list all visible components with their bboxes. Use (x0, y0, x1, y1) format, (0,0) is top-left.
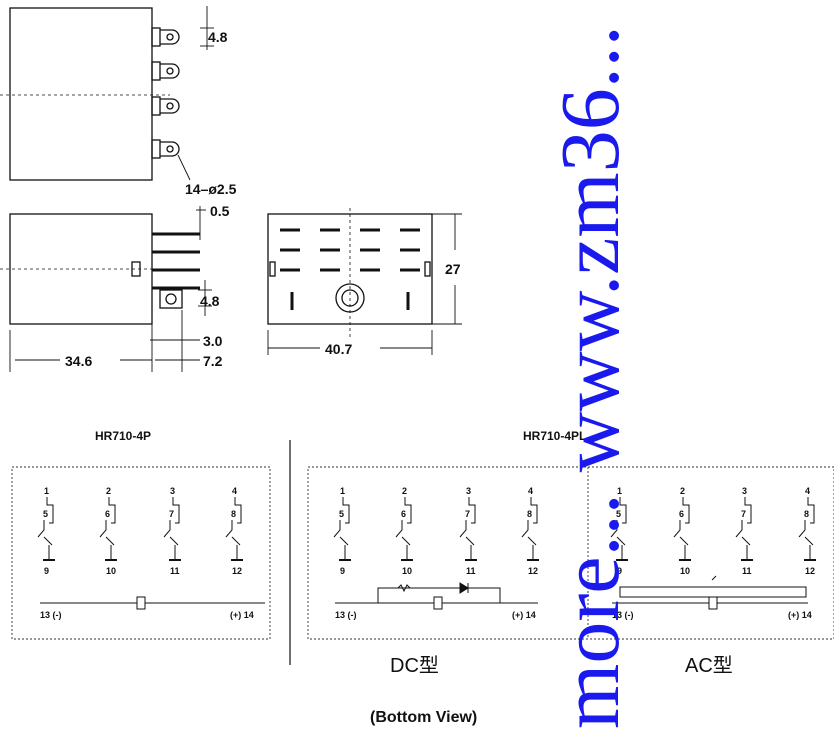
terminal-number-mid: 5 (43, 509, 48, 519)
terminal-number-top: 2 (680, 486, 685, 496)
contact-set (673, 497, 691, 561)
terminal-number-top: 4 (232, 486, 237, 496)
contact-set (735, 497, 753, 561)
terminal-number-mid: 7 (741, 509, 746, 519)
terminal-number-bottom: 10 (402, 566, 412, 576)
contact-set (521, 497, 539, 561)
terminal-number-top: 1 (340, 486, 345, 496)
terminal-number-top: 2 (402, 486, 407, 496)
terminal-number-top: 3 (466, 486, 471, 496)
terminal-number-top: 1 (617, 486, 622, 496)
terminal-number-mid: 8 (231, 509, 236, 519)
terminal-number-bottom: 11 (170, 566, 180, 576)
coil-terminal-negative: 13 (-) (40, 610, 62, 620)
dim-pin-thickness: 0.5 (210, 203, 230, 219)
side-view (0, 206, 212, 372)
contact-set (99, 497, 117, 561)
ac-type-label: AC型 (685, 654, 733, 677)
pins-top (151, 27, 180, 159)
dim-height: 27 (445, 261, 461, 277)
dim-width: 40.7 (325, 341, 352, 357)
terminal-number-bottom: 10 (680, 566, 690, 576)
terminal-number-top: 4 (528, 486, 533, 496)
terminal-number-top: 2 (106, 486, 111, 496)
terminal-number-bottom: 12 (528, 566, 538, 576)
dim-pin-spacing-side: 4.8 (200, 293, 220, 309)
terminal-number-bottom: 11 (742, 566, 752, 576)
terminal-number-top: 3 (170, 486, 175, 496)
watermark: more... www.zm36... (544, 25, 637, 729)
terminal-number-mid: 6 (401, 509, 406, 519)
dim-length: 34.6 (65, 353, 92, 369)
contact-set (163, 497, 181, 561)
title-hr710-4p: HR710-4P (95, 429, 151, 443)
coil-labels: 13 (-) (+) 14 13 (-) (+) 14 13 (-) (+) 14 (40, 610, 812, 620)
contact-set (395, 497, 413, 561)
relay-body-top (9, 7, 153, 181)
contact-set (798, 497, 816, 561)
coil-dc (335, 582, 538, 610)
top-view (0, 6, 214, 181)
panel-4pl (307, 466, 834, 640)
terminal-number-bottom: 9 (617, 566, 622, 576)
terminal-number-bottom: 12 (805, 566, 815, 576)
terminal-number-mid: 8 (527, 509, 532, 519)
terminal-number-bottom: 9 (44, 566, 49, 576)
dim-pin-spacing: 4.8 (208, 29, 228, 45)
coil-ac (612, 575, 808, 610)
terminal-number-bottom: 11 (466, 566, 476, 576)
contact-set (37, 497, 55, 561)
contact-set (333, 497, 351, 561)
terminal-number-mid: 5 (339, 509, 344, 519)
terminal-number-top: 3 (742, 486, 747, 496)
terminal-number-bottom: 10 (106, 566, 116, 576)
contact-set (225, 497, 243, 561)
coil-terminal-positive: (+) 14 (230, 610, 254, 620)
panel-4p (11, 466, 271, 640)
coil-terminal-positive: (+) 14 (788, 610, 812, 620)
contact-set (459, 497, 477, 561)
dim-pin-holes: 14–ø2.5 (185, 181, 237, 197)
terminal-number-mid: 7 (465, 509, 470, 519)
bottom-face-view (267, 208, 462, 355)
contact-groups: 1 5 9 2 6 10 3 7 11 4 8 12 1 5 9 2 6 10 3 7 11 4 8 12 1 5 9 2 6 10 3 7 1… (37, 486, 816, 576)
coil-terminal-positive: (+) 14 (512, 610, 536, 620)
terminal-number-bottom: 9 (340, 566, 345, 576)
dim-offset-small: 3.0 (203, 333, 223, 349)
terminal-number-mid: 6 (105, 509, 110, 519)
terminal-number-top: 1 (44, 486, 49, 496)
title-hr710-4pl: HR710-4PL (523, 429, 586, 443)
terminal-number-mid: 5 (616, 509, 621, 519)
dim-offset-large: 7.2 (203, 353, 223, 369)
terminal-number-top: 4 (805, 486, 810, 496)
terminal-number-bottom: 12 (232, 566, 242, 576)
contact-set (610, 497, 628, 561)
coil-terminal-negative: 13 (-) (612, 610, 634, 620)
terminal-number-mid: 8 (804, 509, 809, 519)
terminal-number-mid: 6 (679, 509, 684, 519)
coil-4p (40, 596, 265, 610)
terminal-number-mid: 7 (169, 509, 174, 519)
bottom-view-caption: (Bottom View) (370, 709, 477, 726)
dc-type-label: DC型 (390, 654, 439, 677)
coil-terminal-negative: 13 (-) (335, 610, 357, 620)
